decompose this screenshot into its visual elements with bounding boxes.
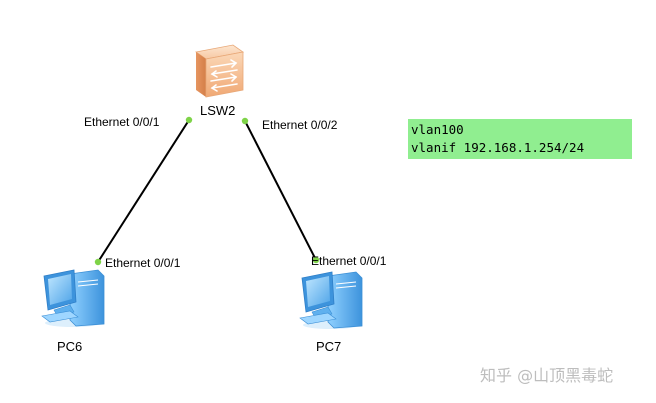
port-label-lsw2-left: Ethernet 0/0/1 <box>84 115 160 129</box>
switch-label: LSW2 <box>200 103 235 118</box>
switch-icon[interactable] <box>194 44 245 98</box>
port-dot-lsw2-left <box>185 116 193 124</box>
port-dot-pc6 <box>94 258 102 266</box>
watermark: 知乎 @山顶黑毒蛇 <box>480 366 614 385</box>
pc-icon[interactable] <box>299 271 363 329</box>
link-lsw2-pc7[interactable] <box>244 120 317 261</box>
port-label-lsw2-right: Ethernet 0/0/2 <box>262 118 338 132</box>
port-dot-pc7 <box>312 256 320 264</box>
note-line-vlan: vlan100 <box>411 122 464 137</box>
pc7-label: PC7 <box>316 339 341 354</box>
note-line-vlanif: vlanif 192.168.1.254/24 <box>411 140 585 155</box>
pc-icon[interactable] <box>41 269 105 327</box>
port-dot-lsw2-right <box>241 117 249 125</box>
pc6-label: PC6 <box>57 339 82 354</box>
link-lsw2-pc6[interactable] <box>97 119 190 263</box>
port-label-pc6: Ethernet 0/0/1 <box>105 256 181 270</box>
vlan-note[interactable]: vlan100 vlanif 192.168.1.254/24 <box>408 119 632 159</box>
port-label-pc7: Ethernet 0/0/1 <box>311 254 387 268</box>
